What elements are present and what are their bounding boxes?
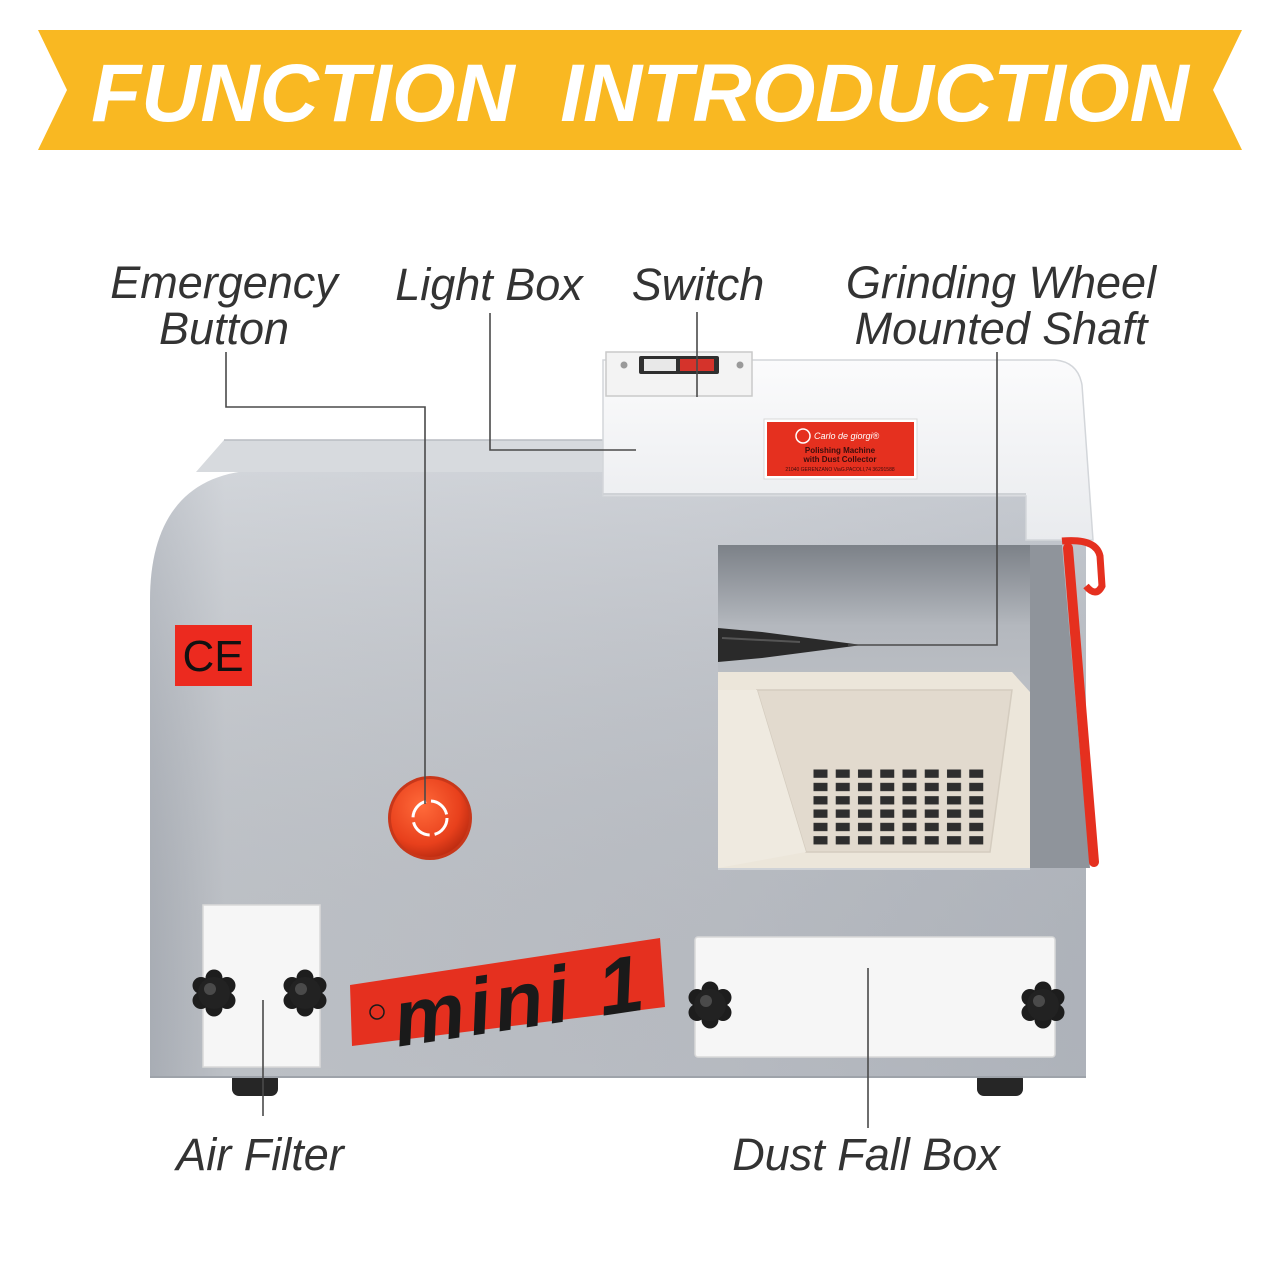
callout-light-box-text: Light Box <box>395 259 583 310</box>
model-badge <box>350 938 665 1046</box>
body-top-surface <box>196 440 606 472</box>
emergency-button-arrows-icon <box>411 799 449 837</box>
callout-dust-fall-box: Dust Fall Box <box>716 1132 1016 1178</box>
callout-grinding-wheel-line2: Mounted Shaft <box>854 303 1148 354</box>
banner-title: FUNCTION INTRODUCTION <box>91 48 1191 139</box>
dust-grid-mesh <box>810 767 988 847</box>
switch-off-rocker <box>644 359 676 371</box>
leader-line-emergency-button <box>225 352 426 804</box>
red-hood-edge <box>1061 537 1106 596</box>
callout-light-box: Light Box <box>380 262 598 308</box>
shaft-highlight <box>721 637 801 643</box>
dust-fall-box-panel <box>694 936 1056 1058</box>
leader-line-light-box <box>489 313 636 451</box>
grinding-wheel-shaft <box>718 628 862 662</box>
callout-emergency-button-line1: Emergency <box>110 257 338 308</box>
red-side-strip <box>1063 543 1099 867</box>
callout-air-filter: Air Filter <box>150 1132 370 1178</box>
nameplate-address: 21040 GERENZANO ViaG.PACOLI,74 36291588 <box>785 467 895 473</box>
dust-funnel-left-wall <box>718 690 806 868</box>
callout-grinding-wheel-shaft: Grinding Wheel Mounted Shaft <box>826 260 1176 352</box>
callout-grinding-wheel-line1: Grinding Wheel <box>845 257 1157 308</box>
switch-screw-right <box>736 361 744 369</box>
work-opening-side-wall <box>1030 545 1090 868</box>
emergency-button <box>391 779 469 857</box>
model-badge-logo-icon <box>369 1004 385 1020</box>
nameplate-line1: Polishing Machine <box>805 446 876 455</box>
ce-label <box>175 625 252 686</box>
nameplate-logo-icon <box>795 428 811 444</box>
nameplate <box>767 422 914 476</box>
nameplate-line2: with Dust Collector <box>803 455 877 464</box>
callout-switch-text: Switch <box>631 259 765 310</box>
banner-ribbon <box>38 30 1242 150</box>
callout-dust-fall-box-text: Dust Fall Box <box>732 1129 1000 1180</box>
switch-screw-left <box>620 361 628 369</box>
callout-emergency-button: Emergency Button <box>88 260 360 352</box>
nameplate-brand: Carlo de giorgi® <box>814 431 880 441</box>
leader-line-grinding-shaft <box>848 352 998 646</box>
ce-mark-text: CE <box>182 632 243 681</box>
callout-air-filter-text: Air Filter <box>176 1129 344 1180</box>
callout-emergency-button-line2: Button <box>158 303 290 354</box>
callout-switch: Switch <box>600 262 796 308</box>
